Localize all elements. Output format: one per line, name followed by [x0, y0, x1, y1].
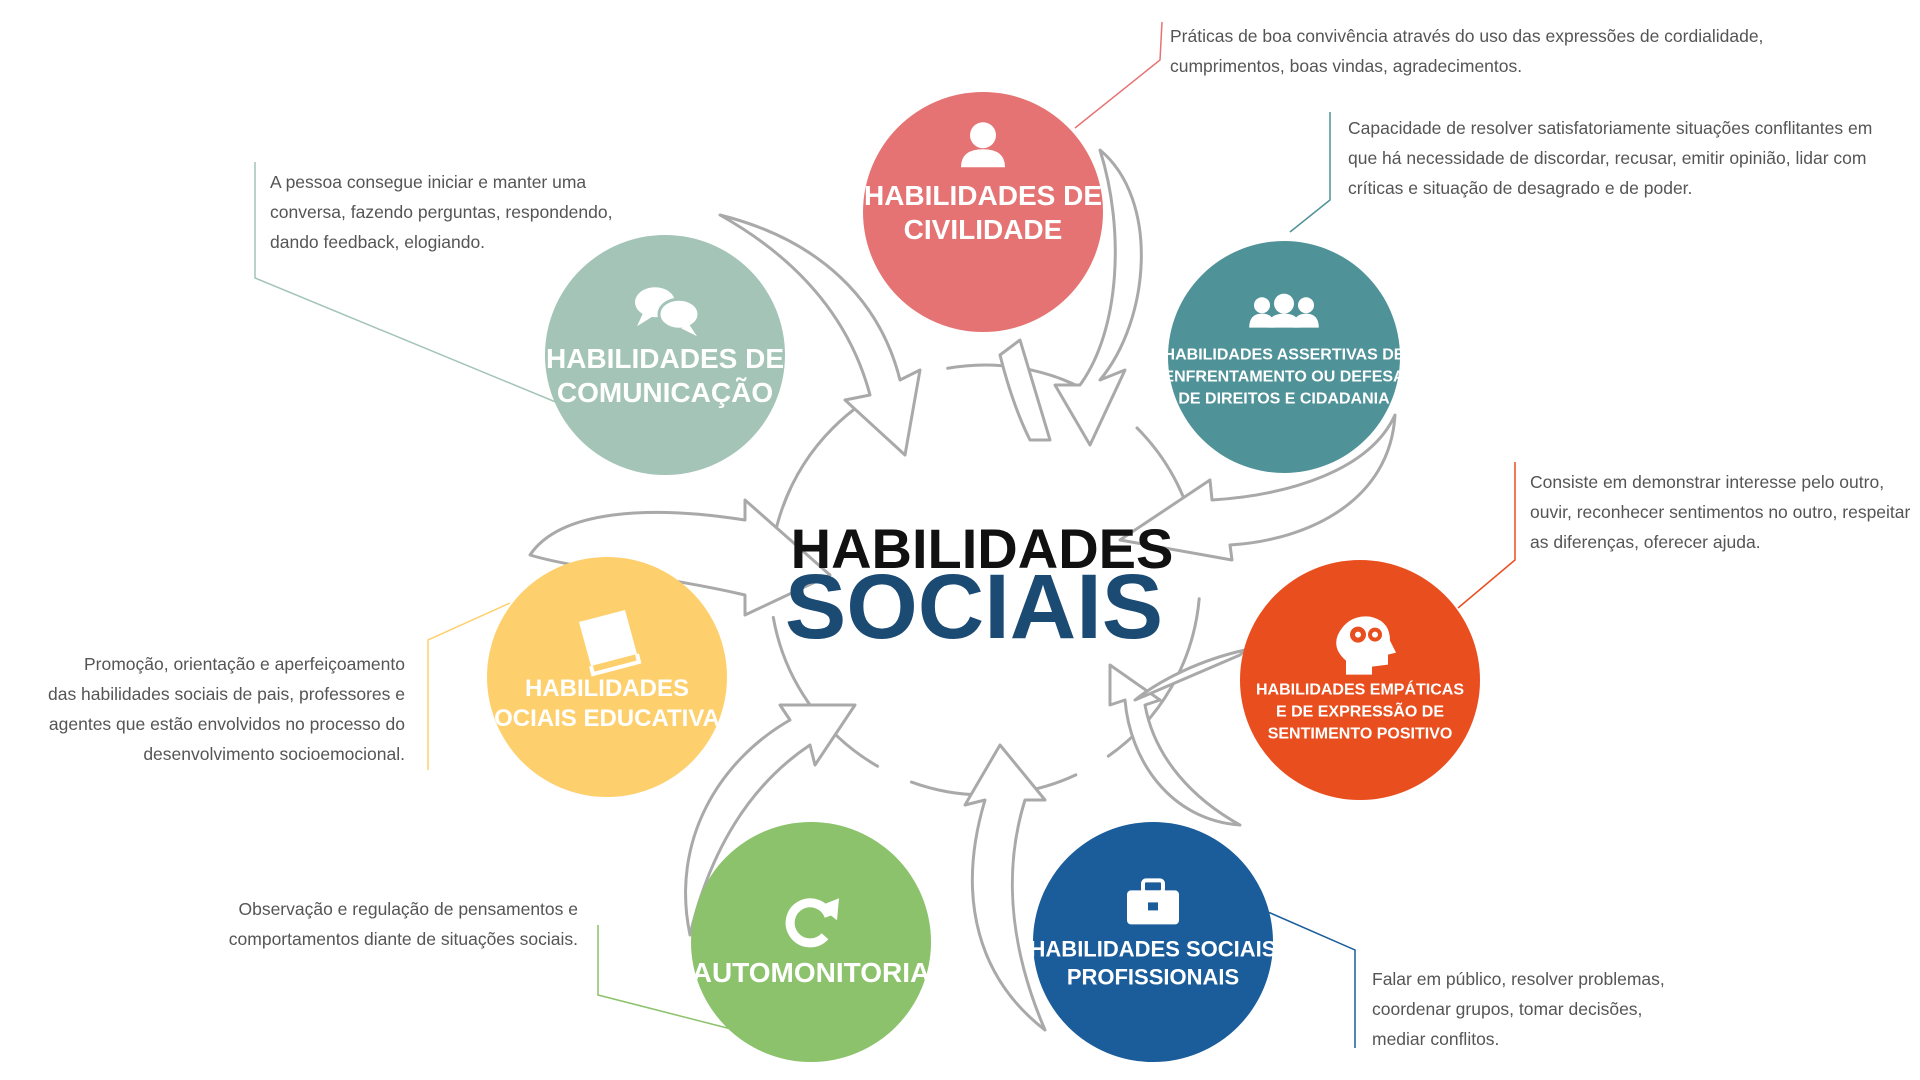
node-assertivas: HABILIDADES ASSERTIVAS DE ENFRENTAMENTO O… — [1163, 241, 1405, 473]
title-empaticas-line-1: E DE EXPRESSÃO DE — [1276, 701, 1444, 721]
center-title-line2: SOCIAIS — [785, 556, 1163, 658]
circle-assertivas — [1168, 241, 1400, 473]
title-empaticas-line-0: HABILIDADES EMPÁTICAS — [1256, 680, 1464, 699]
node-educativas: HABILIDADES SOCIAIS EDUCATIVAS — [478, 557, 736, 797]
desc-assertivas-line-2: críticas e situação de desagrado e de po… — [1348, 178, 1692, 198]
desc-empaticas-line-2: as diferenças, oferecer ajuda. — [1530, 532, 1761, 552]
leader-profissionais — [1267, 911, 1356, 1048]
title-educativas-line-1: SOCIAIS EDUCATIVAS — [478, 705, 736, 732]
desc-automonitoria-line-0: Observação e regulação de pensamentos e — [238, 899, 578, 919]
node-empaticas: HABILIDADES EMPÁTICAS E DE EXPRESSÃO DE SE… — [1240, 560, 1480, 800]
leader-automonitoria — [597, 925, 736, 1031]
leader-assertivas — [1289, 112, 1331, 233]
arrows-group — [528, 148, 1397, 1032]
refresh-icon — [785, 898, 839, 948]
center-title-line1: HABILIDADES — [791, 517, 1174, 580]
desc-empaticas-line-1: ouvir, reconhecer sentimentos no outro, … — [1530, 502, 1911, 522]
ring-arc-3 — [1106, 597, 1201, 758]
group-icon — [1249, 293, 1319, 328]
circle-educativas — [487, 557, 727, 797]
ring-arc-5 — [771, 615, 879, 768]
title-empaticas-line-2: SENTIMENTO POSITIVO — [1268, 726, 1453, 743]
curved-arrow-2 — [1118, 413, 1397, 562]
desc-educativas-line-0: Promoção, orientação e aperfeiçoamento — [84, 654, 405, 674]
curved-arrow-3 — [1108, 663, 1242, 827]
curved-arrow-1 — [998, 338, 1052, 442]
desc-empaticas-line-0: Consiste em demonstrar interesse pelo ou… — [1530, 472, 1884, 492]
center-title: HABILIDADES SOCIAIS — [785, 517, 1173, 658]
desc-civilidade-line-1: cumprimentos, boas vindas, agradecimento… — [1170, 56, 1522, 76]
curved-arrow-0 — [1053, 148, 1143, 447]
desc-assertivas-line-1: que há necessidade de discordar, recusar… — [1348, 148, 1866, 168]
circle-profissionais — [1033, 822, 1273, 1062]
desc-comunicacao-line-0: A pessoa consegue iniciar e manter uma — [270, 172, 586, 192]
title-profissionais-line-0: HABILIDADES SOCIAIS — [1030, 936, 1277, 961]
desc-comunicacao-line-1: conversa, fazendo perguntas, respondendo… — [270, 202, 612, 222]
speech-bubbles-icon — [635, 287, 701, 337]
desc-automonitoria-line-1: comportamentos diante de situações socia… — [229, 929, 578, 949]
leader-civilidade — [1074, 21, 1163, 129]
curved-arrow-8 — [718, 213, 922, 457]
desc-profissionais-line-0: Falar em público, resolver problemas, — [1372, 969, 1665, 989]
desc-educativas-line-1: das habilidades sociais de pais, profess… — [48, 684, 405, 704]
title-comunicacao-line-1: COMUNICAÇÃO — [557, 377, 773, 408]
leader-educativas — [427, 602, 511, 770]
node-profissionais: HABILIDADES SOCIAIS PROFISSIONAIS — [1030, 822, 1277, 1062]
leader-empaticas — [1457, 462, 1516, 609]
desc-assertivas-line-0: Capacidade de resolver satisfatoriamente… — [1348, 118, 1872, 138]
desc-educativas-line-2: agentes que estão envolvidos no processo… — [49, 714, 405, 734]
curved-arrow-4 — [1133, 648, 1247, 702]
leader-comunicacao — [254, 162, 576, 411]
title-civilidade-line-0: HABILIDADES DE — [864, 180, 1102, 211]
title-profissionais-line-1: PROFISSIONAIS — [1067, 964, 1239, 989]
book-icon — [579, 610, 642, 677]
title-educativas-line-0: HABILIDADES — [525, 675, 689, 702]
curved-arrow-6 — [684, 703, 857, 937]
briefcase-icon — [1127, 878, 1179, 925]
leader-lines — [254, 21, 1516, 1048]
title-assertivas-line-0: HABILIDADES ASSERTIVAS DE — [1164, 347, 1405, 364]
desc-profissionais-line-1: coordenar grupos, tomar decisões, — [1372, 999, 1642, 1019]
title-comunicacao-line-0: HABILIDADES DE — [546, 343, 784, 374]
title-assertivas-line-2: DE DIREITOS E CIDADANIA — [1178, 391, 1390, 408]
desc-civilidade-line-0: Práticas de boa convivência através do u… — [1170, 26, 1763, 46]
node-automonitoria: AUTOMONITORIA — [691, 822, 931, 1062]
circle-civilidade — [863, 92, 1103, 332]
head-gears-icon — [1336, 616, 1396, 675]
desc-comunicacao-line-2: dando feedback, elogiando. — [270, 232, 485, 252]
title-civilidade-line-1: CIVILIDADE — [904, 214, 1063, 245]
circle-empaticas — [1240, 560, 1480, 800]
circle-comunicacao — [545, 235, 785, 475]
person-icon — [961, 122, 1005, 168]
title-assertivas-line-1: ENFRENTAMENTO OU DEFESA — [1163, 369, 1405, 386]
descriptions: Práticas de boa convivência através do u… — [48, 26, 1911, 1049]
desc-educativas-line-3: desenvolvimento socioemocional. — [143, 744, 405, 764]
title-automonitoria-line-0: AUTOMONITORIA — [692, 957, 931, 988]
curved-arrow-5 — [963, 743, 1047, 1032]
desc-profissionais-line-2: mediar conflitos. — [1372, 1029, 1499, 1049]
